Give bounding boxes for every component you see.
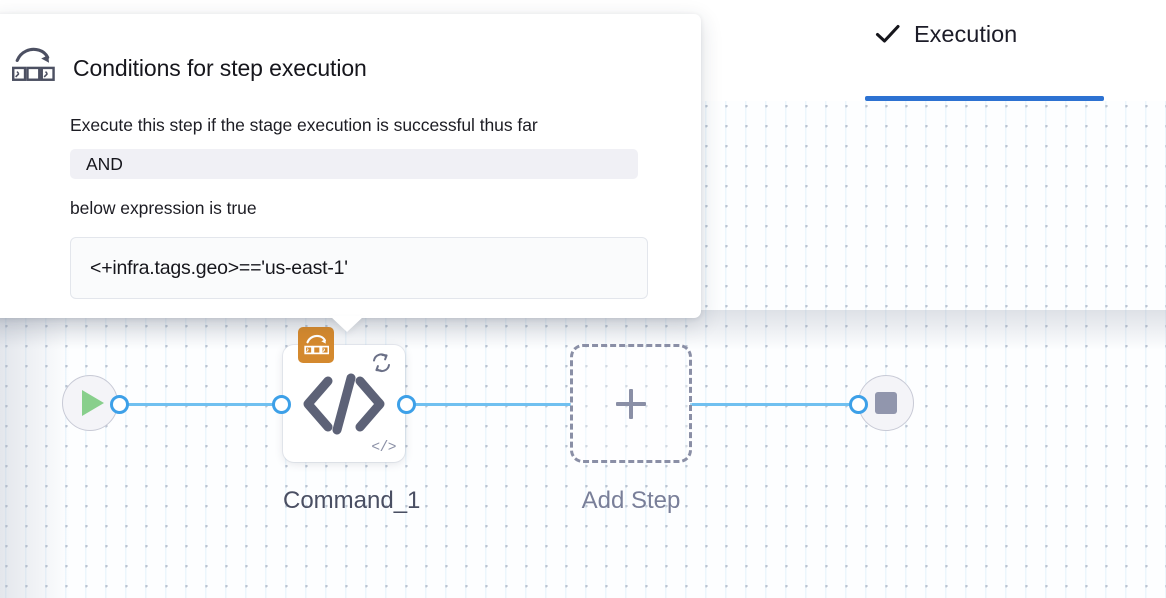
tooltip-description: Execute this step if the stage execution… xyxy=(70,115,538,135)
condition-label: below expression is true xyxy=(70,198,257,218)
operator-field: AND xyxy=(70,149,638,179)
tab-execution[interactable]: Execution xyxy=(865,1,1027,101)
step-node-command-1[interactable]: </> xyxy=(283,327,405,462)
command-shell-icon xyxy=(298,327,334,363)
check-icon xyxy=(875,24,901,44)
tooltip-body: Execute this step if the stage execution… xyxy=(0,115,701,299)
loop-icon xyxy=(368,351,395,380)
tooltip-title: Conditions for step execution xyxy=(73,54,367,81)
plus-icon xyxy=(616,388,646,419)
tab-execution-label: Execution xyxy=(914,20,1018,47)
connector-port-start-out[interactable] xyxy=(110,395,129,414)
connector-port-command-out[interactable] xyxy=(397,395,416,414)
active-tab-indicator xyxy=(865,96,1104,101)
add-step-button[interactable] xyxy=(570,344,692,463)
tooltip-header: Conditions for step execution xyxy=(0,40,701,96)
play-icon xyxy=(81,390,104,416)
add-step-label: Add Step xyxy=(581,487,681,514)
stop-icon xyxy=(875,392,897,414)
connector-port-end-in[interactable] xyxy=(849,395,868,414)
connector-port-command-in[interactable] xyxy=(272,395,291,414)
command-shell-icon xyxy=(9,46,55,91)
edge-command-to-addstep xyxy=(406,403,571,406)
step-node-label-command-1: Command_1 xyxy=(283,487,421,514)
code-brackets-small-icon: </> xyxy=(371,440,396,456)
edge-addstep-to-end xyxy=(690,403,860,406)
expression-field: <+infra.tags.geo>=='us-east-1' xyxy=(70,237,648,299)
edge-start-to-command xyxy=(119,403,282,406)
tooltip-arrow xyxy=(330,316,364,332)
conditions-tooltip: Conditions for step execution Execute th… xyxy=(0,14,701,318)
code-brackets-icon xyxy=(283,345,405,462)
